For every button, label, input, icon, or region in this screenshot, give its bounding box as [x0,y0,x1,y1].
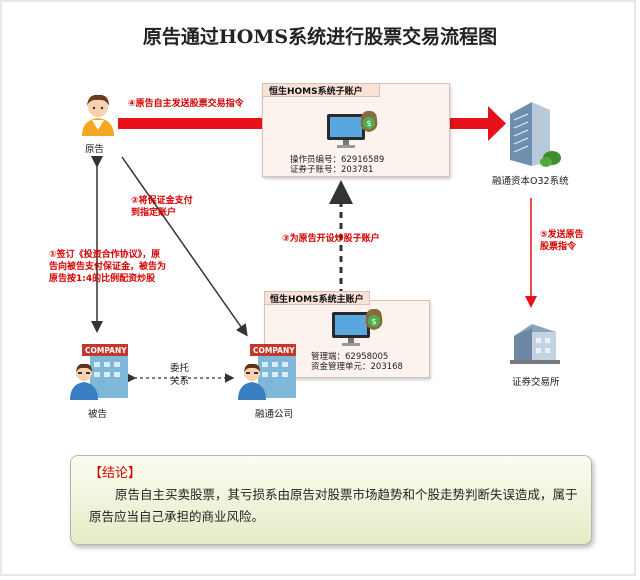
company-sign-text: COMPANY [253,346,295,355]
deposit-arrow [121,156,248,337]
plaintiff-label: 原告 [85,144,105,155]
sub-securities-account: 证券子账号：203781 [290,165,374,175]
step1-label-line2: 告向被告支付保证金，被告为 [49,262,167,272]
step1-label-line1: ①签订《投资合作协议》，原 [49,250,161,260]
exchange-label: 证券交易所 [512,377,560,388]
main-account-title: 恒生HOMS系统主账户 [270,295,364,305]
monitor-money-icon: $ [327,111,378,148]
step3-label: ③为原告开设炒股子账户 [282,234,380,244]
step1-label-line3: 原告按1:4的比例配资炒股 [49,274,156,284]
entrust-label-line2: 关系 [170,376,190,387]
step4-label: ④原告自主发送股票交易指令 [128,99,244,109]
o32-system-label: 融通资本O32系统 [492,176,569,187]
step5-label-line1: ⑤发送原告 [540,230,584,240]
rongtong-company-icon: COMPANY [238,344,296,400]
conclusion-title: 【结论】 [89,466,142,481]
defendant-label: 被告 [88,409,108,420]
sub-operator-id: 操作员编号：62916589 [290,155,385,165]
conclusion-body: 原告自主买卖股票，其亏损系由原告对股票市场趋势和个股走势判断失误造成，属于原告应… [89,487,578,524]
step2-label-line2: 到指定账户 [131,208,177,218]
step2-label-line1: ②将保证金支付 [131,196,193,206]
company-sign-text: COMPANY [85,346,127,355]
diagram-title: 原告通过HOMS系统进行股票交易流程图 [142,26,498,48]
o32-system-icon [510,102,561,167]
main-manager-id: 管理端：62958005 [311,352,389,362]
main-account-tab [264,291,370,305]
step5-label-line2: 股票指令 [540,242,577,252]
rongtong-company-label: 融通公司 [255,409,294,420]
entrust-label-line1: 委托 [170,363,190,374]
sub-account-tab [262,83,380,97]
svg-text:$: $ [372,317,377,326]
conclusion-box: 【结论】 原告自主买卖股票，其亏损系由原告对股票市场趋势和个股走势判断失误造成，… [70,455,592,545]
sub-account-title: 恒生HOMS系统子账户 [269,87,363,97]
defendant-company-icon: COMPANY [70,344,128,400]
exchange-building-icon [510,324,560,364]
monitor-money-icon: $ [332,309,383,346]
svg-text:$: $ [367,119,372,128]
main-fund-unit: 资金管理单元：203168 [311,362,403,372]
plaintiff-icon [82,94,114,136]
